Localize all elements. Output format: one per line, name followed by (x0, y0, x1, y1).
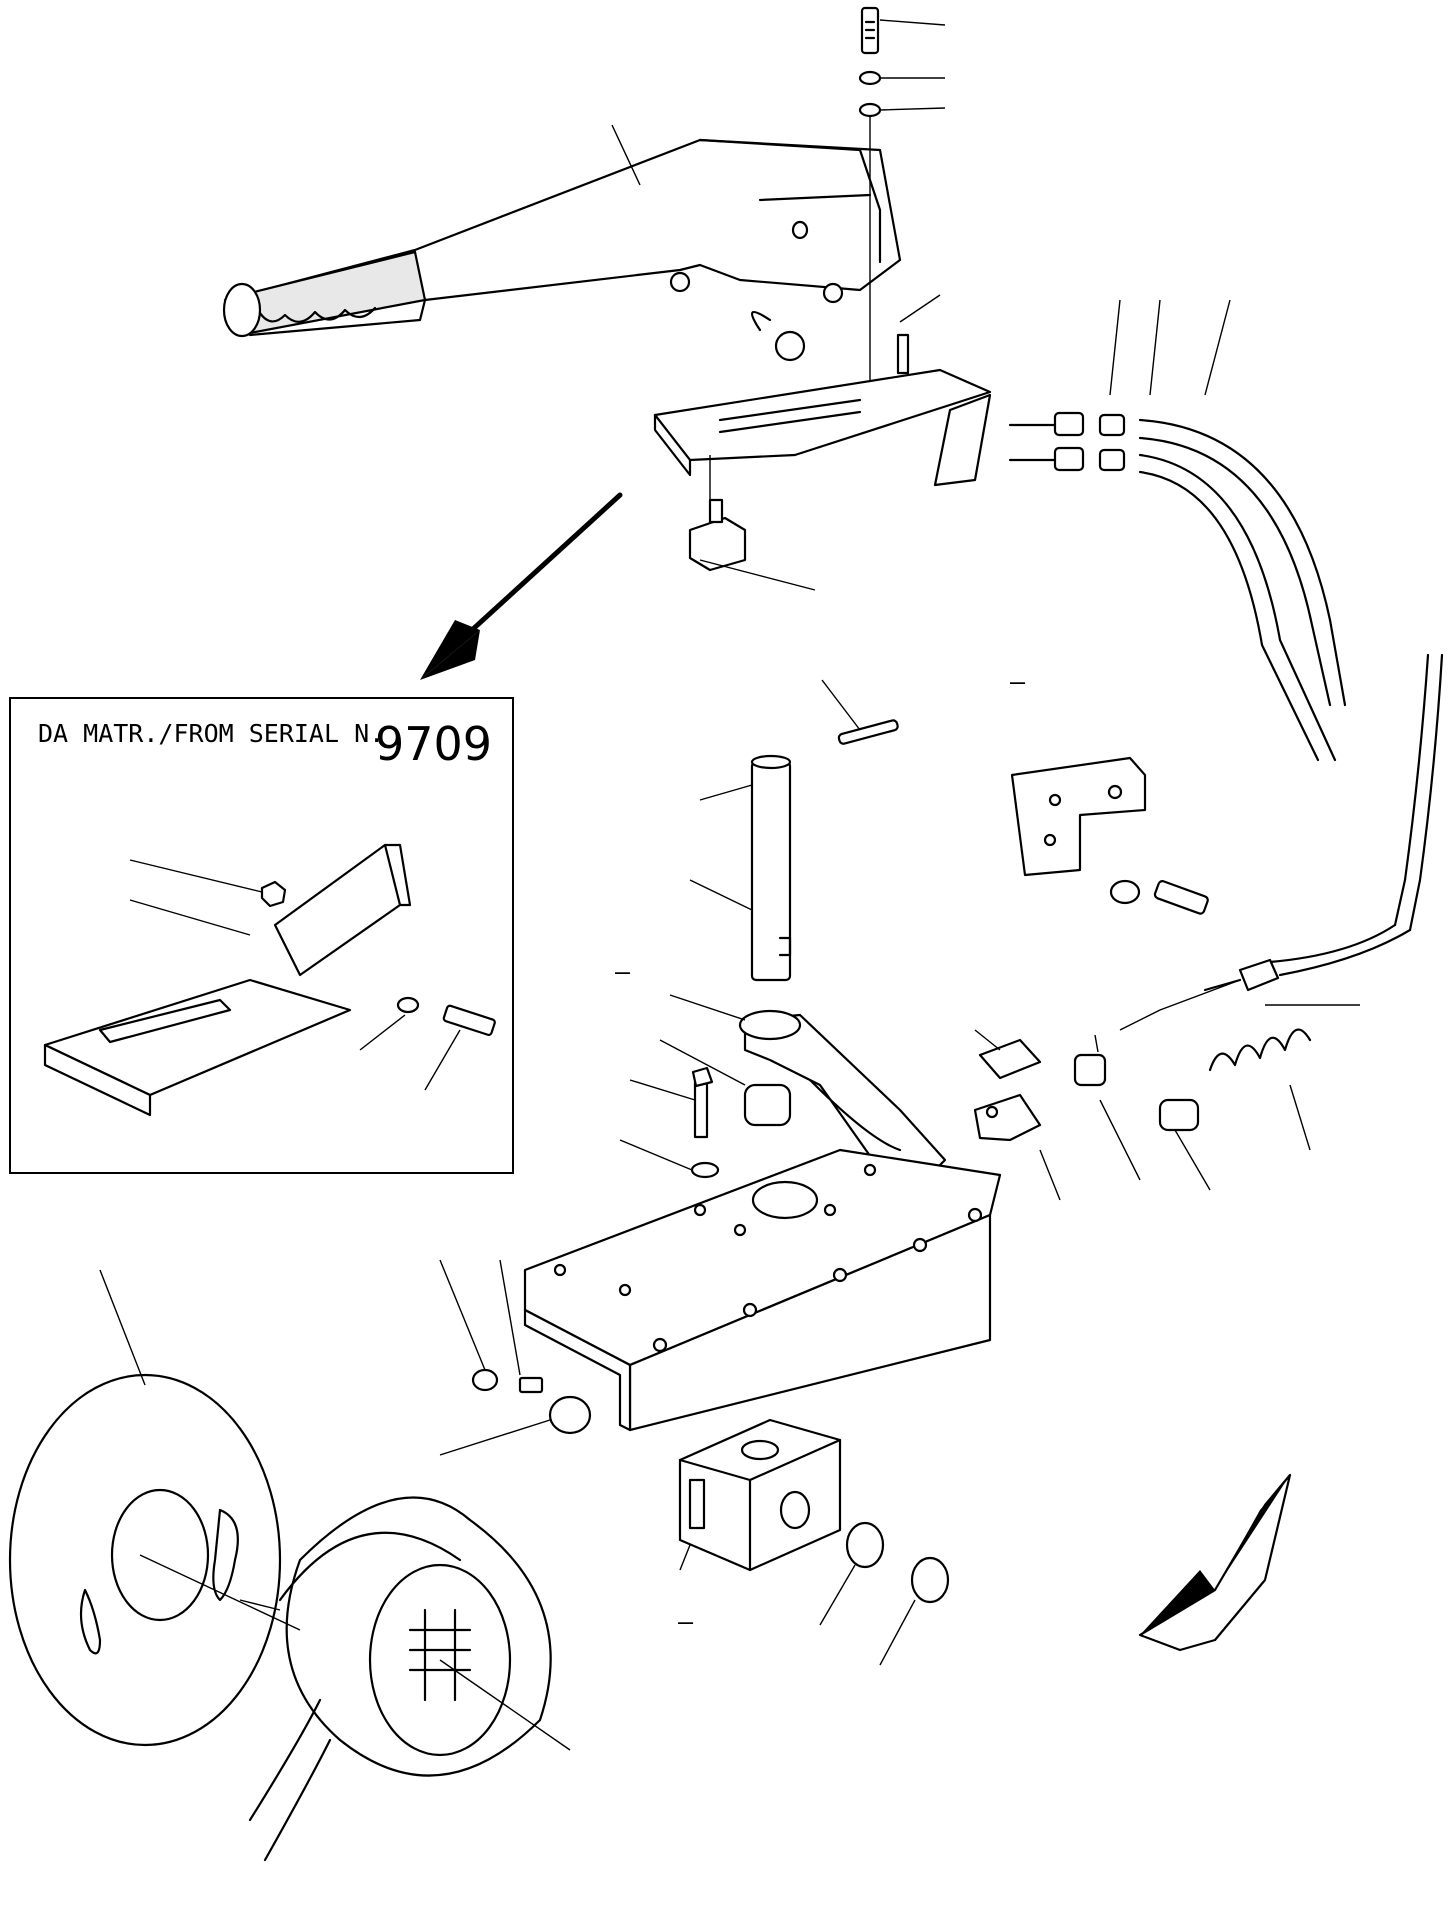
dash-mark-2: – (615, 957, 631, 986)
brake-cables (1008, 411, 1444, 1031)
cam-block (439, 1259, 950, 1666)
top-bolt-stack (858, 6, 946, 420)
direction-arrow (420, 492, 623, 680)
front-direction-arrow (1138, 1473, 1292, 1652)
lever-arm (619, 994, 947, 1187)
inset-caption: DA MATR./FROM SERIAL N. (38, 719, 384, 748)
hand-brake-lever (222, 138, 902, 338)
side-bracket (1010, 756, 1209, 915)
clevis-assembly (973, 1004, 1360, 1201)
inset-serial-number: 9709 (375, 717, 492, 771)
lever-base-plate (653, 310, 992, 572)
shaft-pin (689, 679, 899, 982)
dash-mark-3: – (678, 1607, 694, 1636)
dash-mark-1: – (1010, 667, 1026, 696)
serial-inset: DA MATR./FROM SERIAL N. 9709 (9, 697, 514, 1174)
brake-disc (8, 1269, 301, 1747)
chain-sprocket (239, 1496, 571, 1862)
main-bracket (523, 1148, 1002, 1432)
